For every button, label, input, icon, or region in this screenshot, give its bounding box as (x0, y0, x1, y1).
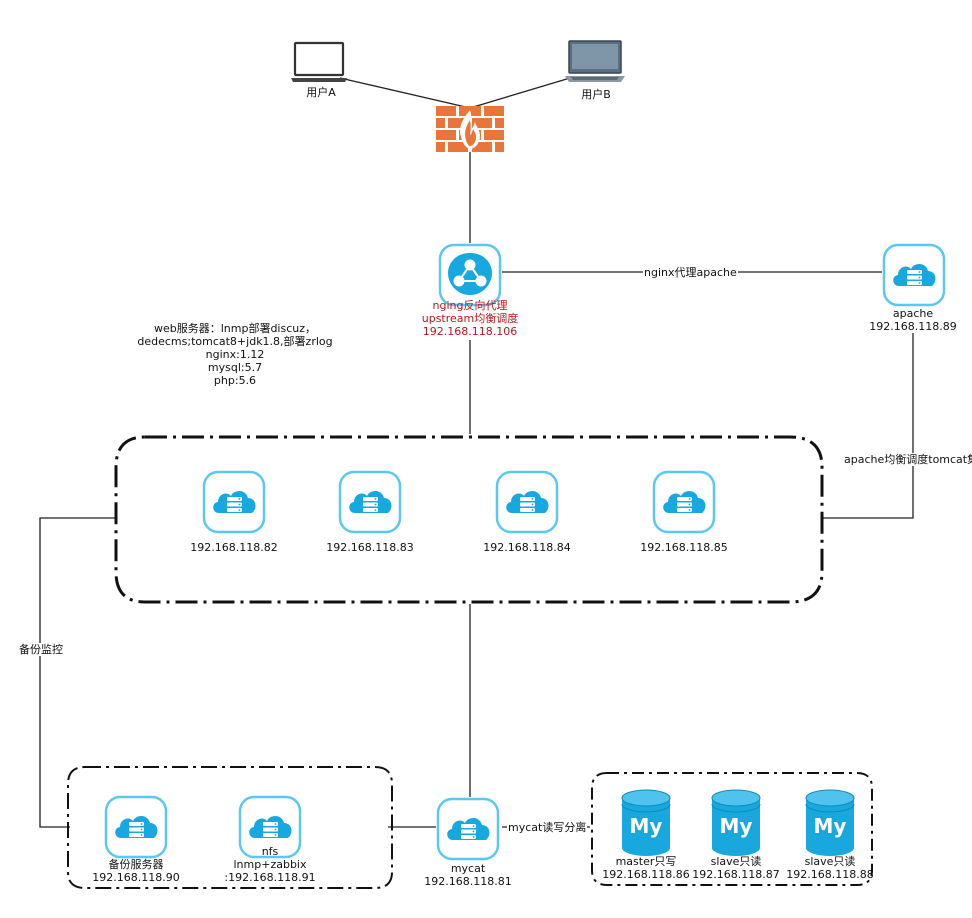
edge-label-nginx-apache: nginx代理apache (643, 266, 738, 279)
db-logo-text: My (720, 814, 753, 838)
nfs-server-name: nfs (261, 845, 279, 858)
firewall-icon (436, 106, 504, 152)
laptop-icon (565, 40, 625, 82)
web-server-ip: 192.168.118.85 (640, 541, 728, 554)
mysql-database-icon: My (805, 789, 855, 857)
proxy-label-2: upstream均衡调度 (421, 312, 519, 325)
mysql-database-icon: My (621, 789, 671, 857)
backup-server-name: 备份服务器 (108, 858, 164, 871)
db-role: slave只读 (804, 855, 856, 868)
edge-cluster-backup (39, 517, 116, 828)
db-ip: 192.168.118.86 (602, 868, 690, 881)
edge-userb-firewall (469, 77, 571, 109)
cloud-server-icon (104, 795, 168, 859)
user-b-label: 用户B (581, 88, 611, 101)
proxy-ip: 192.168.118.106 (422, 325, 518, 338)
share-hub-icon (438, 243, 502, 307)
web-note-line: nginx:1.12 (205, 348, 265, 361)
edge-usera-firewall (339, 77, 471, 109)
cloud-server-icon (202, 470, 266, 534)
user-a-label: 用户A (306, 86, 336, 99)
web-server-note: web服务器：lnmp部署discuz， dedecms;tomcat8+jdk… (130, 322, 340, 387)
edge-label-apache-tomcat: apache均衡调度tomcat集 (843, 453, 972, 466)
db-logo-text: My (814, 814, 847, 838)
connection-lines (39, 77, 914, 828)
db-ip: 192.168.118.87 (692, 868, 780, 881)
edge-apache-cluster (822, 333, 914, 519)
mycat-ip: 192.168.118.81 (424, 875, 512, 888)
edge-label-mycat-rw: mycat读写分离 (507, 821, 588, 834)
web-server-ip: 192.168.118.84 (483, 541, 571, 554)
db-role: slave只读 (710, 855, 762, 868)
nfs-server-role: lnmp+zabbix (233, 858, 307, 871)
db-role: master只写 (615, 855, 677, 868)
edge-label-backup-monitor: 备份监控 (18, 643, 64, 656)
web-server-ip: 192.168.118.83 (326, 541, 414, 554)
db-ip: 192.168.118.88 (786, 868, 874, 881)
cloud-server-icon (436, 797, 500, 861)
laptop-icon (291, 41, 347, 82)
apache-name: apache (892, 307, 934, 320)
cloud-server-icon (338, 470, 402, 534)
db-group-boundary (591, 772, 873, 886)
apache-ip: 192.168.118.89 (869, 320, 957, 333)
proxy-label-1: nging反向代理 (432, 299, 508, 312)
web-cluster-boundary (114, 435, 824, 604)
db-logo-text: My (630, 814, 663, 838)
cloud-server-icon (652, 470, 716, 534)
nfs-server-ip: :192.168.118.91 (224, 871, 316, 884)
mysql-database-icon: My (711, 789, 761, 857)
web-server-ip: 192.168.118.82 (190, 541, 278, 554)
web-note-line: web服务器：lnmp部署discuz， (153, 322, 317, 335)
backup-server-ip: 192.168.118.90 (92, 871, 180, 884)
cloud-server-icon (882, 243, 946, 307)
backup-group-boundary (67, 766, 393, 889)
web-note-line: mysql:5.7 (207, 361, 263, 374)
web-note-line: dedecms;tomcat8+jdk1.8,部署zrlog (137, 335, 333, 348)
web-note-line: php:5.6 (213, 374, 257, 387)
mycat-name: mycat (450, 862, 486, 875)
cloud-server-icon (495, 470, 559, 534)
